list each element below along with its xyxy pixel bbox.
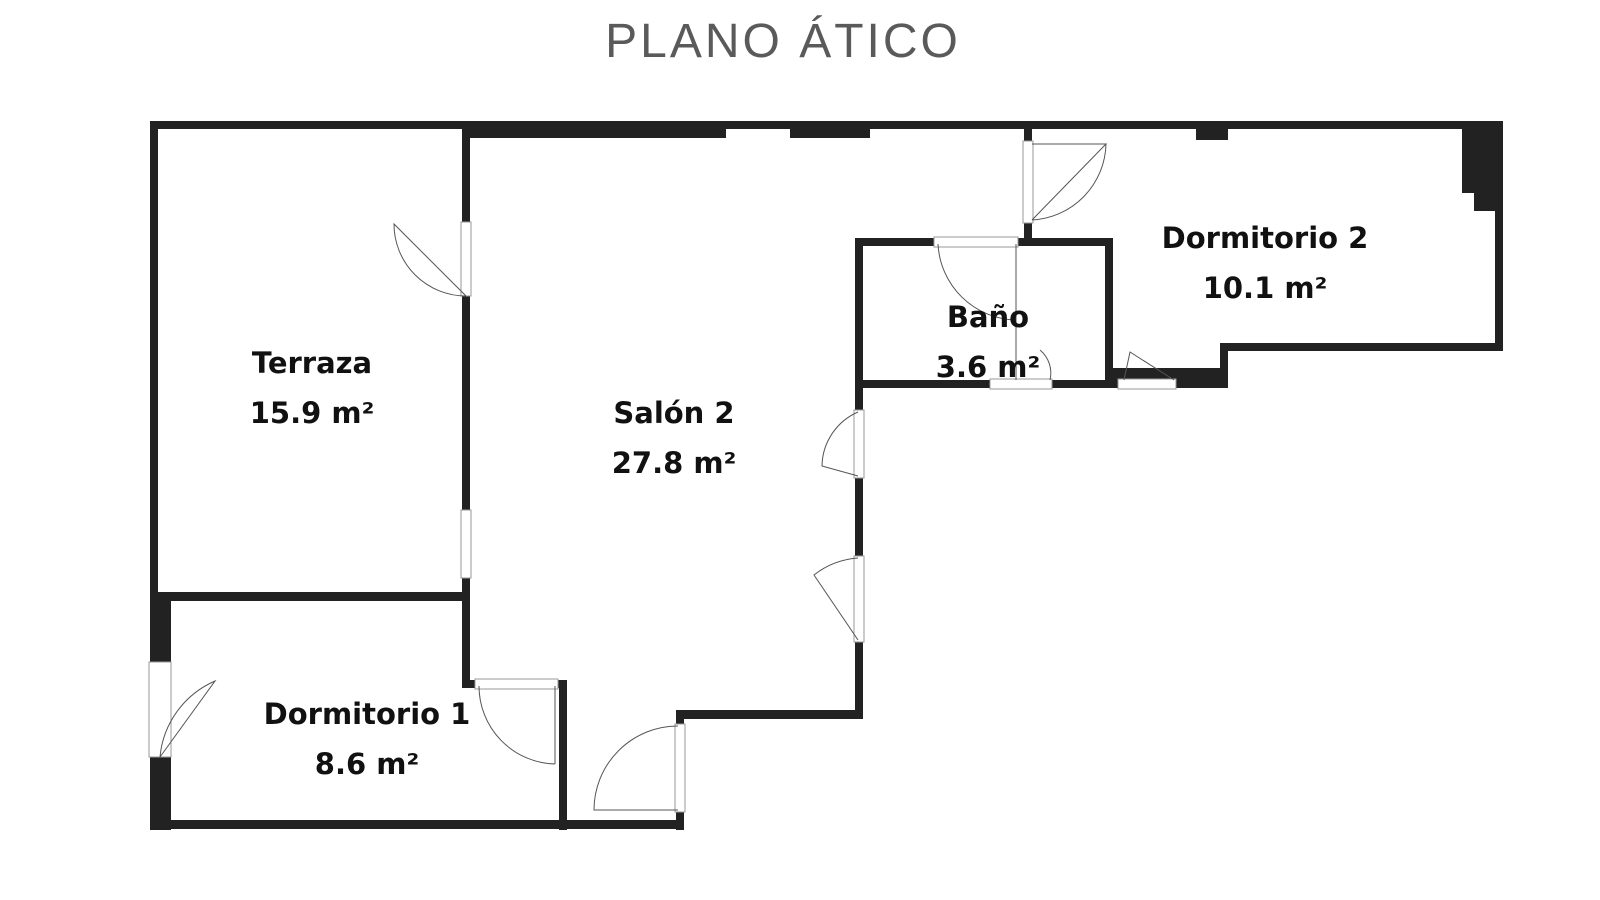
- room-area: 8.6 m²: [314, 747, 420, 781]
- room-dormitorio-2: Dormitorio 2 10.1 m²: [1162, 213, 1369, 313]
- openings: [148, 140, 1177, 813]
- room-name: Terraza: [251, 346, 373, 380]
- plan-title: PLANO ÁTICO: [605, 15, 961, 68]
- door-swings: [159, 143, 1175, 811]
- room-name: Baño: [946, 300, 1030, 334]
- room-salon-2: Salón 2 27.8 m²: [612, 388, 737, 488]
- room-area: 27.8 m²: [611, 446, 737, 480]
- room-dormitorio-1: Dormitorio 1 8.6 m²: [264, 689, 471, 789]
- door-terraza: [393, 222, 467, 297]
- room-name: Dormitorio 2: [1161, 221, 1369, 255]
- room-area: 15.9 m²: [249, 396, 375, 430]
- room-area: 10.1 m²: [1202, 271, 1328, 305]
- room-area: 3.6 m²: [935, 350, 1041, 384]
- room-name: Dormitorio 1: [263, 697, 471, 731]
- room-terraza: Terraza 15.9 m²: [250, 338, 375, 438]
- room-bano: Baño 3.6 m²: [936, 292, 1040, 392]
- room-name: Salón 2: [613, 396, 735, 430]
